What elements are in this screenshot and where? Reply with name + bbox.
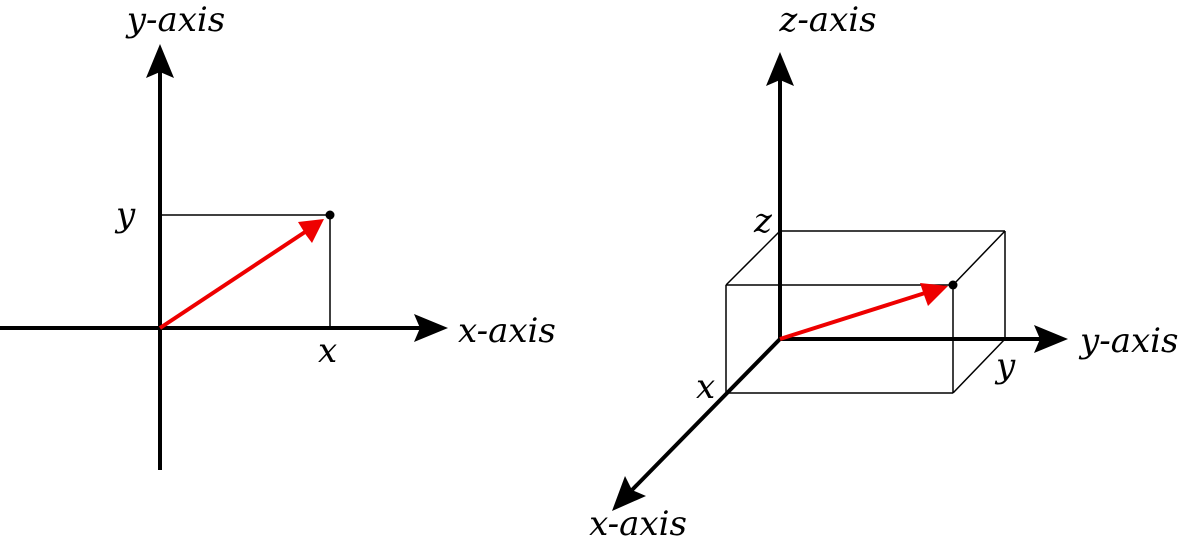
x-axis-label-2d: x-axis [458,311,556,351]
vector-3d-shaft [779,291,926,341]
z-axis-3d-arrowhead [766,52,794,86]
y-axis-label-2d: y-axis [125,0,225,40]
z-component-label-3d: z [753,201,773,241]
vector-3d-arrowhead [920,283,948,306]
x-axis-3d-line [630,337,782,492]
y-component-label-2d: y [114,195,136,235]
y-component-label-3d: y [994,346,1016,386]
y-axis-label-3d: y-axis [1078,321,1178,361]
vector-2d-arrowhead [298,219,324,243]
y-axis-3d-arrowhead [1034,325,1068,353]
x-component-label-3d: x [696,367,715,407]
y-axis-arrowhead [146,44,174,78]
vector-3d-endpoint [948,280,958,290]
z-axis-label-3d: z-axis [778,0,876,40]
x-axis-3d-arrowhead [612,476,646,511]
diagram-3d: z-axis y-axis x-axis z y x [589,0,1178,542]
x-axis-arrowhead [414,314,448,342]
vector-2d-shaft [158,230,307,330]
x-axis-label-3d: x-axis [589,504,687,542]
x-component-label-2d: x [318,331,337,371]
diagram-2d: y-axis x-axis y x [0,0,556,470]
vector-2d-endpoint [325,210,335,220]
